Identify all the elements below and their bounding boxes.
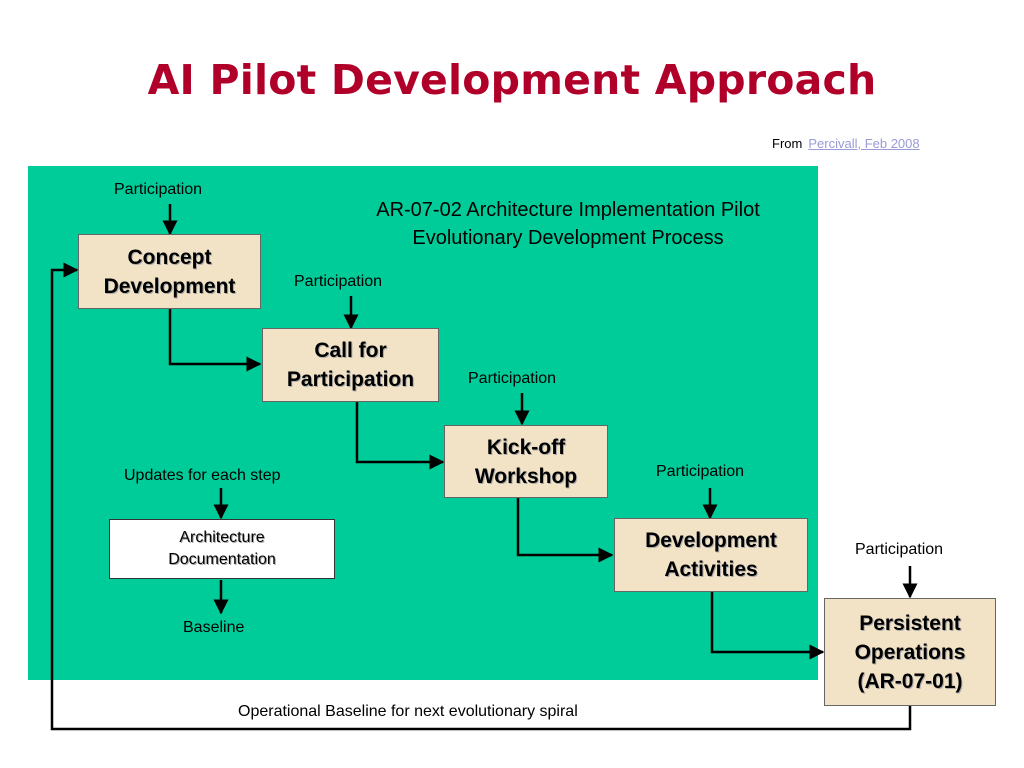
step-call-for-participation: Call for Participation [262,328,439,402]
source-prefix: From [772,136,803,151]
step-concept-development: Concept Development [78,234,261,309]
label-participation-persistent: Participation [855,541,944,558]
label-operational-baseline: Operational Baseline for next evolutiona… [238,703,578,720]
source-credit: From Percivall, Feb 2008 [772,136,920,151]
label-participation-development: Participation [656,463,745,480]
diagram-subtitle: AR-07-02 Architecture Implementation Pil… [376,199,760,249]
source-link[interactable]: Percivall, Feb 2008 [808,136,920,151]
label-participation-call: Participation [294,273,383,290]
label-participation-kickoff: Participation [468,370,557,387]
flow-development-to-persistent [710,592,825,660]
label-participation-concept: Participation [114,181,203,198]
slide-title: AI Pilot Development Approach [147,56,877,104]
architecture-documentation-box: Architecture Documentation [109,519,335,579]
feedback-loop [50,262,912,731]
step-development-activities: Development Activities [614,518,808,592]
step-persistent-operations: Persistent Operations (AR-07-01) [824,598,996,706]
flow-kickoff-to-development [516,498,614,563]
flow-call-to-kickoff [355,402,445,470]
label-baseline: Baseline [183,619,245,636]
step-kickoff-workshop: Kick-off Workshop [444,425,608,498]
flow-concept-to-call [168,309,262,372]
label-updates: Updates for each step [124,467,281,484]
